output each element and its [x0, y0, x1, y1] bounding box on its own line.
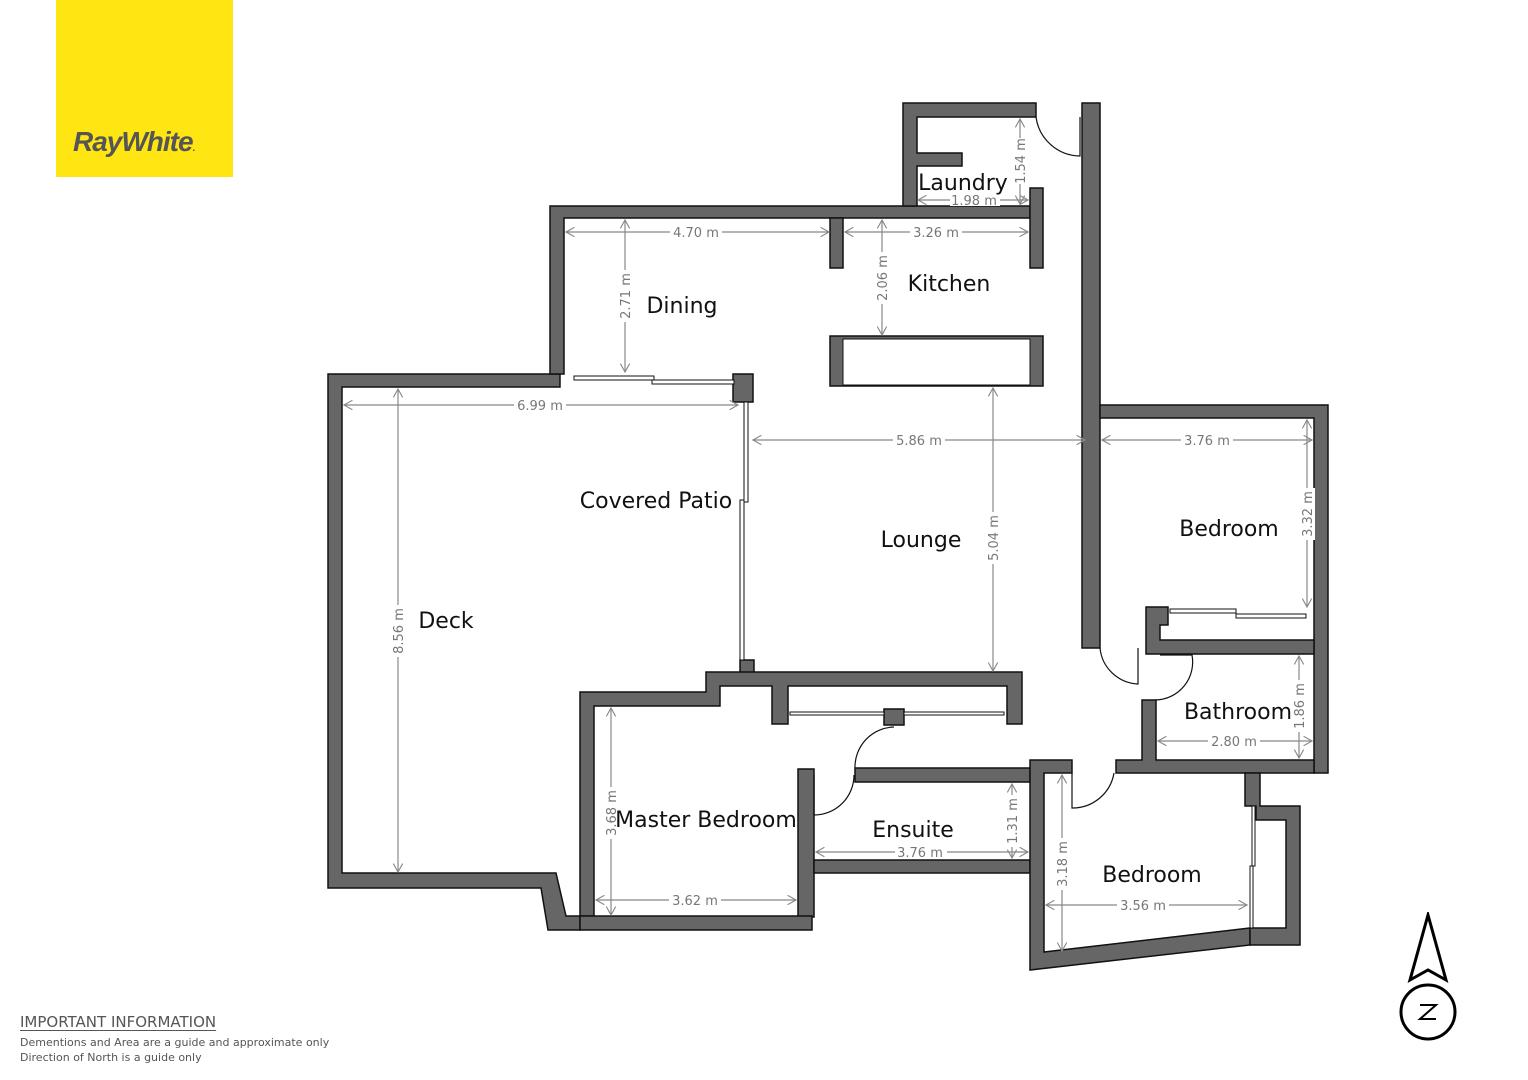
room-label-ensuite: Ensuite [872, 818, 954, 843]
room-label-master-bedroom: Master Bedroom [615, 808, 797, 833]
doors [813, 116, 1194, 816]
dim-dining-width: 4.70 m [673, 226, 719, 241]
dimension-lines [344, 119, 1312, 951]
dim-deck-height: 8.56 m [392, 608, 407, 654]
dimension-labels: 1.98 m 1.54 m 4.70 m 2.71 m 3.26 m 2.06 … [390, 138, 1316, 914]
room-label-kitchen: Kitchen [908, 272, 991, 297]
dim-bedroom1-height: 3.32 m [1301, 491, 1316, 537]
info-title: IMPORTANT INFORMATION [20, 1013, 217, 1031]
dim-bathroom-width: 2.80 m [1211, 735, 1257, 750]
dim-master-width: 3.62 m [672, 894, 718, 909]
dim-dining-height: 2.71 m [619, 273, 634, 319]
north-arrow-icon [1399, 909, 1457, 1041]
dim-kitchen-width: 3.26 m [913, 226, 959, 241]
room-label-covered-patio: Covered Patio [580, 489, 732, 514]
windows [573, 375, 1307, 929]
room-label-bathroom: Bathroom [1184, 700, 1292, 725]
dim-lounge-height: 5.04 m [987, 515, 1002, 561]
room-label-laundry: Laundry [918, 171, 1008, 196]
info-line-north: Direction of North is a guide only [20, 1051, 202, 1064]
dim-ensuite-width: 3.76 m [897, 846, 943, 861]
dim-laundry-height: 1.54 m [1014, 138, 1029, 184]
room-labels: Laundry Dining Kitchen Covered Patio Dec… [418, 171, 1292, 888]
dim-bedroom2-height: 3.18 m [1056, 841, 1071, 887]
logo-wordmark: RayWhite. [73, 126, 195, 157]
room-label-lounge: Lounge [881, 528, 962, 553]
dim-bedroom2-width: 3.56 m [1120, 899, 1166, 914]
compass [1398, 909, 1460, 1046]
room-label-bedroom-1: Bedroom [1179, 517, 1279, 542]
walls [327, 102, 1329, 971]
raywhite-logo: RayWhite. [56, 0, 233, 177]
info-line-dimensions: Dementions and Area are a guide and appr… [20, 1036, 330, 1049]
dim-ensuite-height: 1.31 m [1006, 798, 1021, 844]
dim-lounge-width: 5.86 m [896, 434, 942, 449]
room-label-bedroom-2: Bedroom [1102, 863, 1202, 888]
dim-laundry-width: 1.98 m [951, 194, 997, 209]
room-label-deck: Deck [418, 609, 474, 634]
dim-master-height: 3.68 m [605, 790, 620, 836]
dim-kitchen-height: 2.06 m [876, 255, 891, 301]
important-information: IMPORTANT INFORMATION Dementions and Are… [20, 1013, 329, 1065]
room-label-dining: Dining [646, 294, 717, 319]
dim-bedroom1-width: 3.76 m [1184, 434, 1230, 449]
dim-bathroom-height: 1.86 m [1293, 683, 1308, 729]
dim-patio-width: 6.99 m [517, 399, 563, 414]
